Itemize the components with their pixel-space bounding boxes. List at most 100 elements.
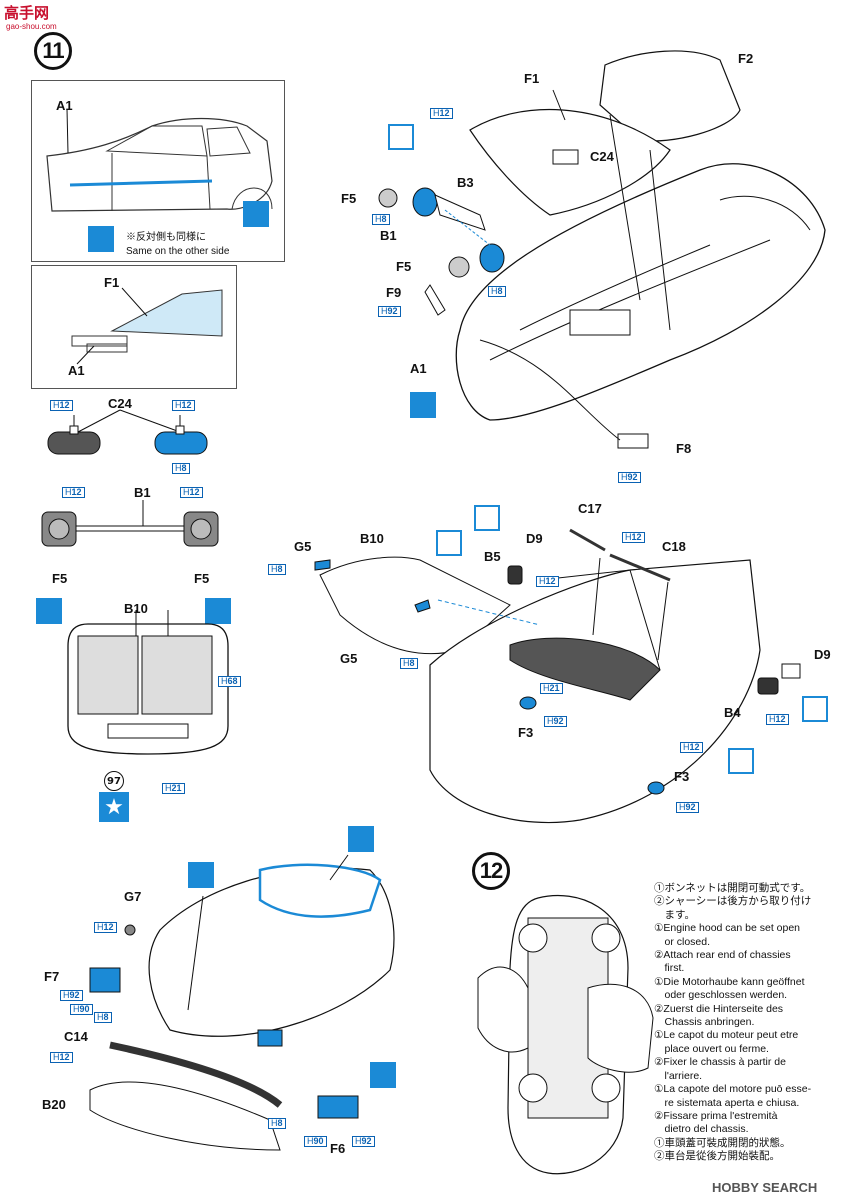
decal-icon (88, 226, 114, 252)
paint-code-h8: H8 (488, 286, 506, 297)
part-label-f9: F9 (386, 285, 402, 300)
paint-code-h12: H12 (430, 108, 453, 119)
paint-code-h21: H21 (162, 783, 185, 794)
paint-code-h92: H92 (352, 1136, 375, 1147)
paint-prefix: H (221, 676, 228, 686)
paint-prefix: H (433, 108, 440, 118)
paint-code-h68: H68 (218, 676, 241, 687)
part-label-b1: B1 (134, 485, 151, 500)
paint-code-h12: H12 (180, 487, 203, 498)
paint-value: 12 (181, 400, 192, 410)
paint-value: 12 (689, 742, 700, 752)
no-glue-icon (474, 505, 500, 531)
paint-value: 90 (313, 1136, 324, 1146)
paint-prefix: H (271, 564, 278, 574)
part-label-b5: B5 (484, 549, 501, 564)
paint-value: 8 (497, 286, 503, 296)
instruction-line: place ouvert ou ferme. (654, 1042, 769, 1055)
part-label-g5: G5 (340, 651, 358, 666)
paint-prefix: H (307, 1136, 314, 1146)
part-label-c24: C24 (108, 396, 132, 411)
instruction-line: ①Le capot du moteur peut etre (654, 1029, 799, 1042)
instruction-line: re sistemata aperta e chiusa. (654, 1096, 800, 1109)
instruction-line: ①ボンネットは開閉可動式です。 (654, 882, 811, 894)
part-label-f3: F3 (674, 769, 690, 784)
part-label-a1: A1 (56, 98, 73, 113)
paint-prefix: H (403, 658, 410, 668)
part-label-g7: G7 (124, 889, 142, 904)
mirror-drawing (47, 409, 208, 455)
part-label-c17: C17 (578, 501, 602, 516)
instruction-line: or closed. (654, 935, 711, 948)
paint-prefix: H (769, 714, 776, 724)
paint-value: 8 (277, 564, 283, 574)
visor-drawing (41, 500, 219, 547)
paint-prefix: H (491, 286, 498, 296)
part-label-a1: A1 (68, 363, 85, 378)
paint-prefix: H (175, 400, 182, 410)
part-label-c18: C18 (662, 539, 686, 554)
paint-code-h8: H8 (172, 463, 190, 474)
paint-prefix: H (165, 783, 172, 793)
paint-code-h12: H12 (172, 400, 195, 411)
paint-prefix: H (683, 742, 690, 752)
part-label-f1: F1 (104, 275, 120, 290)
paint-prefix: H (543, 683, 550, 693)
paint-code-h12: H12 (536, 576, 559, 587)
part-label-f1: F1 (524, 71, 540, 86)
body-chassis-drawing (378, 50, 826, 449)
instruction-line: ①Engine hood can be set open (654, 922, 801, 935)
part-label-b20: B20 (42, 1097, 66, 1112)
paint-value: 12 (189, 487, 200, 497)
paint-value: 12 (71, 487, 82, 497)
part-label-b10: B10 (124, 601, 148, 616)
glue-icon (348, 826, 374, 852)
paint-code-h12: H12 (62, 487, 85, 498)
paint-value: 21 (171, 783, 182, 793)
inset-side-door: A1 ※反対側も同様に Same on the other side (31, 80, 285, 262)
paint-value: 12 (631, 532, 642, 542)
paint-code-h90: H90 (304, 1136, 327, 1147)
paint-code-h92: H92 (544, 716, 567, 727)
paint-code-h92: H92 (378, 306, 401, 317)
paint-value: 92 (627, 472, 638, 482)
part-label-c24: C24 (590, 149, 614, 164)
part-label-g5: G5 (294, 539, 312, 554)
paint-code-h92: H92 (676, 802, 699, 813)
paint-code-h8: H8 (268, 564, 286, 575)
paint-prefix: H (53, 1052, 60, 1062)
paint-value: 68 (227, 676, 238, 686)
paint-prefix: H (175, 463, 182, 473)
paint-value: 8 (381, 214, 387, 224)
part-label-b3: B3 (457, 175, 474, 190)
paint-code-h12: H12 (50, 1052, 73, 1063)
paint-value: 8 (103, 1012, 109, 1022)
instruction-line: Chassis anbringen. (654, 1016, 755, 1029)
part-label-f5: F5 (52, 571, 68, 586)
watermark-url: gao-shou.com (6, 22, 57, 31)
part-label-f6: F6 (330, 1141, 346, 1156)
paint-prefix: H (355, 1136, 362, 1146)
instruction-line: ②車台是從後方開始裝配。 (654, 1150, 780, 1163)
decal-icon (36, 598, 62, 624)
part-label-b4: B4 (724, 705, 741, 720)
paint-code-h12: H12 (94, 922, 117, 933)
paint-prefix: H (539, 576, 546, 586)
part-label-f5: F5 (396, 259, 412, 274)
part-label-f2: F2 (738, 51, 754, 66)
paint-prefix: H (73, 1004, 80, 1014)
paint-prefix: H (63, 990, 70, 1000)
instruction-line: ①Die Motorhaube kann geöffnet (654, 975, 805, 988)
paint-prefix: H (625, 532, 632, 542)
paint-code-h92: H92 (618, 472, 641, 483)
glue-icon (410, 392, 436, 418)
paint-prefix: H (547, 716, 554, 726)
paint-value: 12 (59, 400, 70, 410)
no-glue-icon (436, 530, 462, 556)
paint-prefix: H (271, 1118, 278, 1128)
paint-code-h12: H12 (766, 714, 789, 725)
step-number-12: 12 (472, 852, 510, 890)
instruction-line: oder geschlossen werden. (654, 989, 788, 1002)
paint-code-h12: H12 (680, 742, 703, 753)
note-other-side-jp: ※反対側も同様に (126, 232, 206, 243)
